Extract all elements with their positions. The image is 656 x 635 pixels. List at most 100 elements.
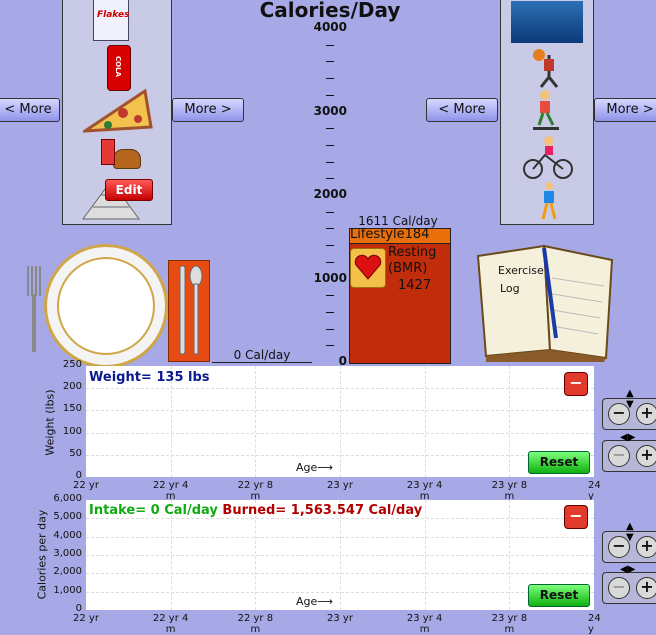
weight-age-label: Age⟶ [296,461,333,474]
calorie-readout: Intake= 0 Cal/day Burned= 1,563.547 Cal/… [89,503,422,518]
bmr-value: 1427 [398,278,432,293]
exercise-log-line1: Exercise [498,264,544,277]
exercise-log-line2: Log [500,282,520,295]
fries-icon[interactable] [101,139,115,165]
bicycle-icon[interactable] [523,135,573,179]
weight-reset-button[interactable]: Reset [528,451,590,474]
weight-collapse-button[interactable]: − [564,372,588,396]
grid-line-v [170,500,172,610]
pizza-icon[interactable] [83,87,153,135]
y-tick-label: 3,000 [53,548,82,559]
grid-line-v [340,500,341,610]
intake-readout-label: Intake= [89,503,147,518]
skateboard-icon[interactable] [529,89,565,133]
grid-line-v [255,366,257,477]
y-tick-label: 200 [62,381,82,393]
weight-readout: Weight= 135 lbs [89,370,210,385]
scale-tick [326,61,334,63]
scale-label: 3000 [313,103,347,118]
scale-tick [326,245,334,247]
plate-icon[interactable] [44,244,168,368]
x-tick-label: 23 yr 8 m [491,613,528,635]
scale-tick [326,295,334,297]
y-tick-label: 6,000 [53,493,82,504]
scale-label: 4000 [313,20,347,34]
food-more-prev-button[interactable]: < More [0,98,60,122]
edit-button[interactable]: Edit [105,179,153,201]
calorie-collapse-button[interactable]: − [564,505,588,529]
burn-total-label: 1611 Cal/day [358,214,438,228]
fork-icon [27,266,41,352]
page-title: Calories/Day [259,0,401,22]
scale-tick [326,161,334,163]
grid-line-v [170,366,172,477]
x-tick-label: 23 yr [327,480,353,491]
calorie-reset-button[interactable]: Reset [528,584,590,607]
y-tick-label: 1,000 [53,584,82,596]
weight-hzoom-minus-button[interactable]: − [608,445,630,467]
scale-tick [326,211,334,213]
x-tick-label: 23 yr 8 m [491,480,528,502]
grid-line-v [255,500,257,610]
calorie-age-label: Age⟶ [296,595,333,608]
grid-line-v [340,366,341,477]
weight-vzoom-arrows-icon: ▲▼ [626,388,634,410]
x-tick-label: 22 yr 8 m [237,613,274,635]
calorie-hzoom-plus-button[interactable]: + [636,577,656,599]
basketball-icon[interactable] [527,47,567,89]
arrow-right-icon: ⟶ [317,461,334,474]
weight-readout-value: 135 lbs [156,370,210,385]
calorie-age-text: Age [296,595,318,608]
x-tick-label: 22 yr 4 m [152,480,189,502]
swimming-icon[interactable] [511,1,583,43]
scale-label: 2000 [313,187,347,201]
burger-icon[interactable] [113,149,141,169]
x-tick-label: 22 yr 4 m [152,613,189,635]
lifestyle-label-text: Lifestyle [350,227,405,242]
x-tick-label: 24 y [588,613,601,635]
x-tick-label: 23 yr 4 m [406,480,443,502]
scale-tick [326,261,334,263]
cereal-box-icon[interactable]: Flakes [93,0,129,41]
food-panel: Flakes COLA Edit [62,0,172,225]
intake-readout-value: 0 Cal/day [150,503,218,518]
grid-line-v [509,366,511,477]
heart-icon [350,248,386,288]
exercise-panel [500,0,594,225]
x-tick-label: 23 yr 4 m [406,613,443,635]
resting-label: Resting [388,245,437,260]
exercise-more-prev-button[interactable]: < More [426,98,498,122]
exercise-log-icon[interactable] [472,238,622,362]
scale-tick [326,44,334,46]
weight-hzoom-plus-button[interactable]: + [636,445,656,467]
weight-chart[interactable] [86,366,594,477]
cola-can-icon[interactable]: COLA [107,45,131,91]
running-icon[interactable] [535,181,563,223]
x-tick-label: 22 yr [73,613,99,624]
exercise-more-next-button[interactable]: More > [594,98,656,122]
y-tick-label: 4,000 [53,529,82,541]
grid-line-v [509,500,511,610]
x-tick-label: 23 yr [327,613,353,624]
grid-line-v [424,500,426,610]
scale-tick [326,78,334,80]
calorie-vzoom-minus-button[interactable]: − [608,536,630,558]
y-tick-label: 2,000 [53,566,82,578]
scale-tick [326,228,334,230]
food-more-next-button[interactable]: More > [172,98,244,122]
calorie-vzoom-plus-button[interactable]: + [636,536,656,558]
lifestyle-segment[interactable] [349,228,451,244]
grid-line-v [424,366,426,477]
lifestyle-value: 184 [404,227,430,242]
burned-readout-value: 1,563.547 [290,503,364,518]
scale-label: 0 [338,354,347,368]
weight-readout-label: Weight= [89,370,152,385]
calorie-chart[interactable] [86,500,594,610]
weight-vzoom-minus-button[interactable]: − [608,403,630,425]
intake-bar-baseline [212,362,312,363]
calorie-hzoom-minus-button[interactable]: − [608,577,630,599]
weight-vzoom-plus-button[interactable]: + [636,403,656,425]
x-tick-label: 22 yr [73,480,99,491]
intake-bar-label: 0 Cal/day [233,348,291,362]
arrow-right-icon: ⟶ [317,595,334,608]
